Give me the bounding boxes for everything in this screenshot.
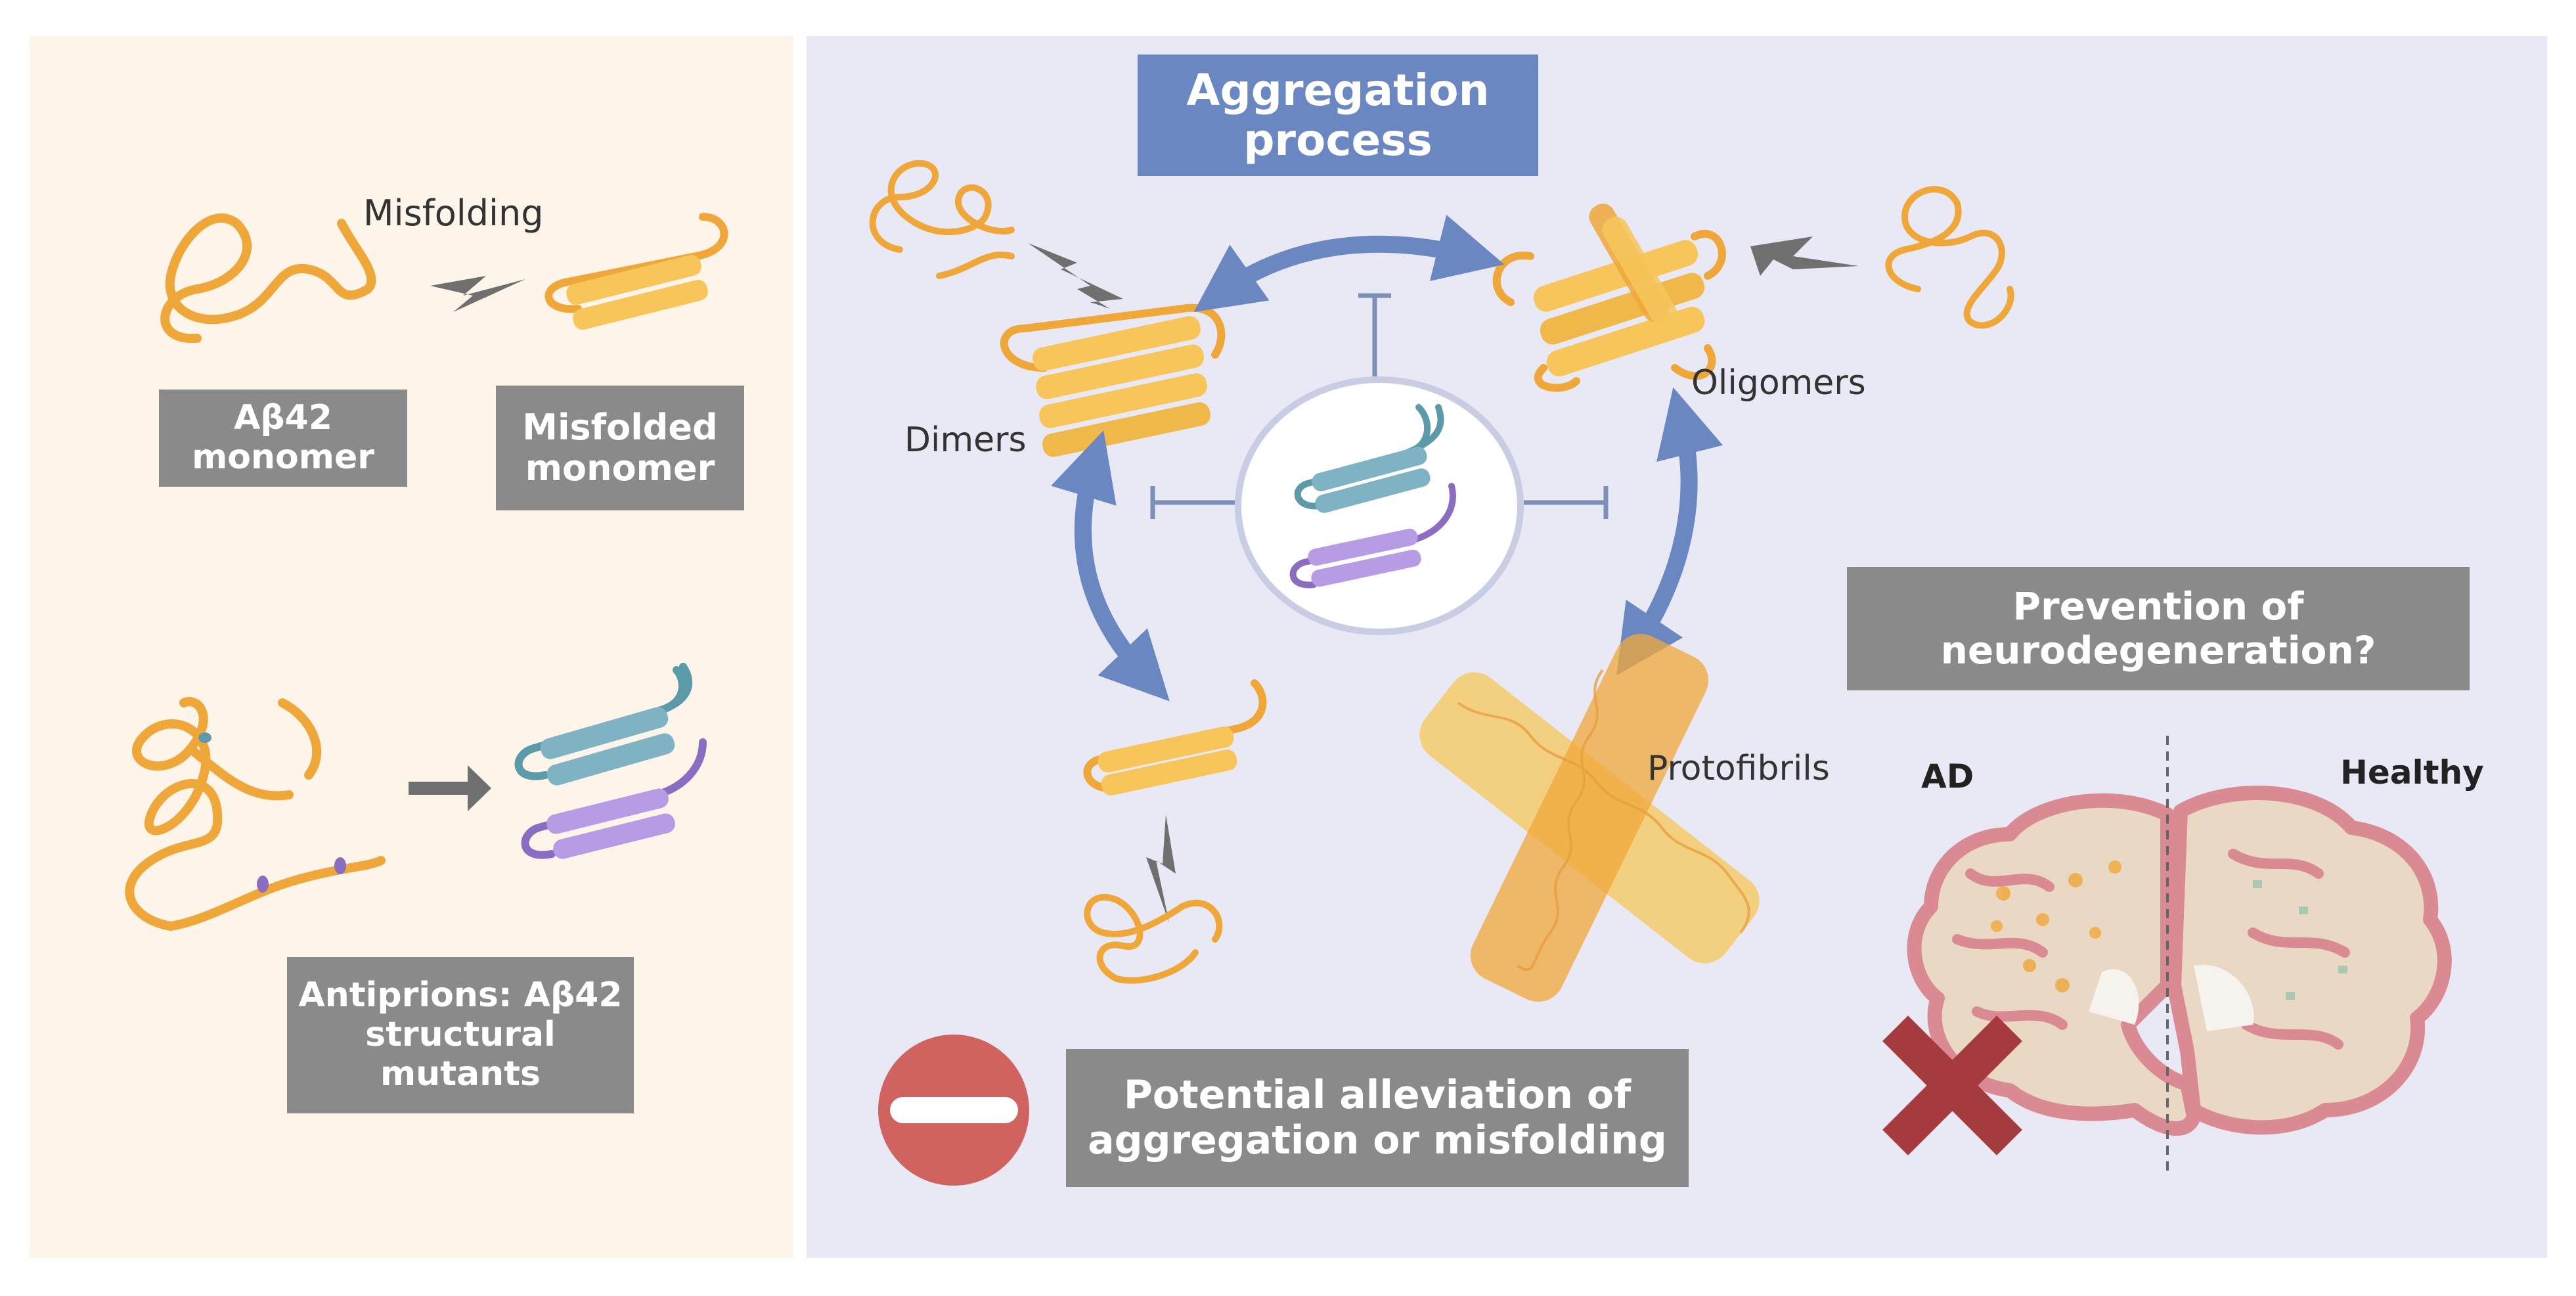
misfolded-monomer-box: Misfolded monomer bbox=[496, 386, 744, 510]
antiprion-inhibitor-circle bbox=[1235, 376, 1524, 635]
cycle-arrow-right bbox=[1616, 387, 1723, 676]
lightning-icon bbox=[430, 276, 525, 312]
lightning-icon bbox=[1146, 815, 1176, 923]
antiprion-mutant-strands bbox=[514, 663, 707, 859]
antiprions-box: Antiprions: Aβ42 structural mutants bbox=[287, 957, 634, 1113]
misfolding-label: Misfolding bbox=[363, 192, 544, 234]
bottom-dimer bbox=[1083, 679, 1267, 795]
alleviation-box: Potential alleviation of aggregation or … bbox=[1066, 1049, 1689, 1187]
ad-label: AD bbox=[1921, 757, 1974, 795]
cycle-arrow-left bbox=[1051, 430, 1170, 702]
stop-sign-icon bbox=[878, 1035, 1029, 1186]
lightning-icon bbox=[1750, 236, 1859, 276]
protofibrils-label: Protofibrils bbox=[1647, 749, 1830, 788]
abeta42-monomer-coil bbox=[160, 213, 372, 344]
dimers-bundle bbox=[1000, 303, 1226, 457]
right-arrow-icon bbox=[409, 765, 491, 811]
dimers-label: Dimers bbox=[904, 420, 1027, 460]
protofibrils-x bbox=[1419, 633, 1760, 1002]
free-monomer-topleft bbox=[869, 160, 1015, 279]
lightning-icon bbox=[1028, 243, 1123, 309]
oligomers-label: Oligomers bbox=[1691, 363, 1866, 403]
inhibition-lines bbox=[1150, 293, 1609, 519]
free-monomer-bottom bbox=[1084, 893, 1223, 984]
cycle-arrow-top bbox=[1193, 214, 1505, 313]
abeta42-monomer-box: Aβ42 monomer bbox=[159, 390, 407, 487]
free-monomer-topright bbox=[1885, 186, 2014, 329]
oligomers-cluster bbox=[1492, 203, 1726, 392]
aggregation-process-box: Aggregation process bbox=[1138, 55, 1538, 176]
healthy-label: Healthy bbox=[2340, 753, 2484, 792]
misfolded-monomer-strands bbox=[544, 213, 728, 330]
prevention-box: Prevention of neurodegeneration? bbox=[1847, 567, 2470, 690]
cross-icon bbox=[1882, 1016, 2022, 1155]
antiprion-coil bbox=[125, 697, 386, 931]
